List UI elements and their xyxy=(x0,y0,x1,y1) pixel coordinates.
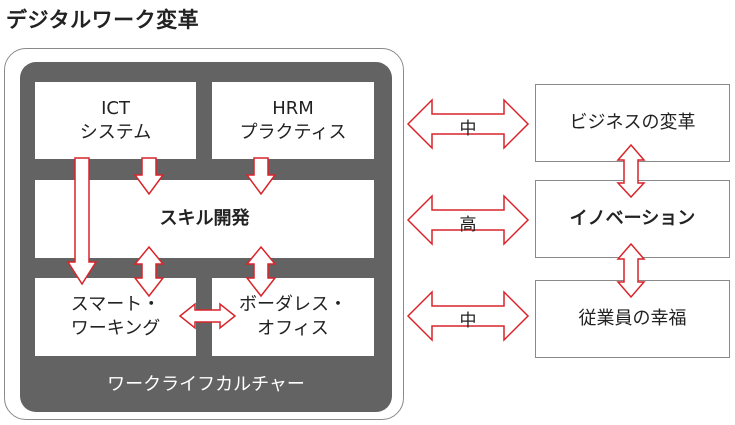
smart-working-label-line1: スマート・ xyxy=(70,294,161,315)
arrow-middle-high xyxy=(406,194,530,246)
arrow-skill-borderless xyxy=(245,245,277,298)
arrow-ict-to-skill xyxy=(133,157,165,196)
innovation-label: イノベーション xyxy=(569,208,696,229)
arrow-business-innovation xyxy=(616,143,646,199)
hrm-practice-box: HRM プラクティス xyxy=(212,82,374,159)
employee-wellbeing-box: 従業員の幸福 xyxy=(535,280,730,358)
smart-working-box: スマート・ ワーキング xyxy=(35,278,196,356)
smart-working-label-line2: ワーキング xyxy=(70,318,161,339)
skill-development-box: スキル開発 xyxy=(35,180,374,258)
arrow-innovation-wellbeing xyxy=(616,242,646,299)
arrow-hrm-to-skill xyxy=(245,157,277,196)
skill-development-label: スキル開発 xyxy=(159,208,250,229)
work-life-culture-label: ワークライフカルチャー xyxy=(107,374,305,395)
borderless-office-label-line2: オフィス xyxy=(257,318,329,339)
arrow-ict-to-smart xyxy=(66,157,98,286)
diagram-title: デジタルワーク変革 xyxy=(6,8,200,32)
arrow-smart-borderless xyxy=(178,302,237,330)
arrow-label-top: 中 xyxy=(459,119,477,139)
hrm-practice-label-line1: HRM xyxy=(272,97,314,119)
arrow-label-middle: 高 xyxy=(459,215,477,235)
borderless-office-label-line1: ボーダレス・ xyxy=(239,294,347,315)
ict-system-box: ICT システム xyxy=(35,82,196,159)
arrow-label-bottom: 中 xyxy=(459,311,477,331)
business-transformation-label: ビジネスの変革 xyxy=(569,112,696,133)
borderless-office-box: ボーダレス・ オフィス xyxy=(212,278,374,356)
employee-wellbeing-label: 従業員の幸福 xyxy=(578,308,687,329)
arrow-skill-smart xyxy=(133,245,165,298)
arrow-bottom-mid xyxy=(406,290,530,342)
ict-system-label-line2: システム xyxy=(79,121,152,143)
ict-system-label-line1: ICT xyxy=(101,97,130,119)
hrm-practice-label-line2: プラクティス xyxy=(239,121,347,143)
arrow-top-mid xyxy=(406,98,530,150)
